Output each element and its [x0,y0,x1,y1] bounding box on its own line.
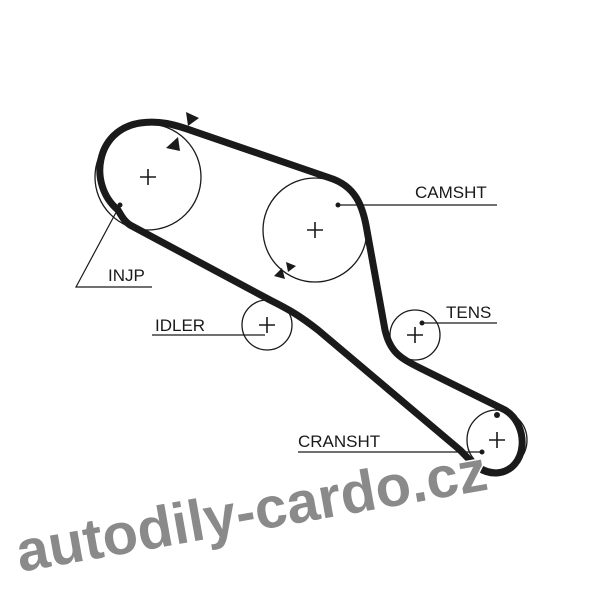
idler-label: IDLER [155,316,205,335]
injp-leader [74,204,152,288]
injp-label: INJP [108,266,145,285]
cransht-label: CRANSHT [298,432,380,451]
tens-label: TENS [446,303,491,322]
timing-belt [96,118,526,477]
direction-arrows [166,112,296,279]
camsht-label: CAMSHT [415,183,487,202]
watermark: autodily-cardo.cz [11,438,492,585]
pulley-centers [140,169,505,448]
tens-pulley [389,309,441,361]
